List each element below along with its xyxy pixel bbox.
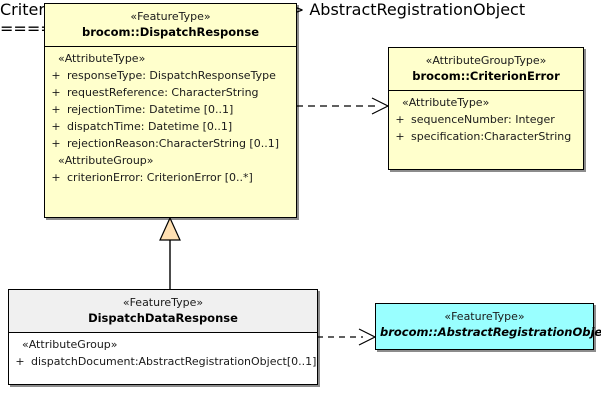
hollow-triangle-arrowhead-icon	[159, 216, 181, 241]
class-header-criterion-error: «AttributeGroupType» brocom::CriterionEr…	[389, 48, 583, 91]
dependency-dispatchdataresponse-to-abstractregistrationobject[interactable]	[317, 326, 379, 348]
attribute-visibility: +	[15, 355, 25, 368]
class-header-abstract-registration-object: «FeatureType» brocom::AbstractRegistrati…	[376, 304, 601, 346]
attribute-text: rejectionReason:CharacterString [0..1]	[67, 137, 279, 150]
attribute-visibility: +	[395, 130, 405, 143]
class-box-abstract-registration-object[interactable]: «FeatureType» brocom::AbstractRegistrati…	[375, 303, 601, 350]
generalization-dispatchdataresponse-to-dispatchresponse[interactable]	[150, 216, 190, 292]
class-body-dispatch-response: «AttributeType» + responseType: Dispatch…	[45, 47, 296, 190]
attribute-visibility: +	[51, 86, 61, 99]
attribute-text: dispatchDocument:AbstractRegistrationObj…	[31, 355, 317, 368]
class-header-dispatch-response: «FeatureType» brocom::DispatchResponse	[45, 4, 296, 47]
attribute-text: criterionError: CriterionError [0..*]	[67, 171, 253, 184]
dependency-dispatchresponse-to-criterionerror[interactable]	[296, 95, 392, 117]
attribute-row[interactable]: + specification:CharacterString	[389, 128, 583, 145]
attribute-row[interactable]: + responseType: DispatchResponseType	[45, 67, 296, 84]
attribute-text: sequenceNumber: Integer	[411, 113, 555, 126]
class-body-dispatch-data-response: «AttributeGroup» + dispatchDocument:Abst…	[9, 333, 317, 374]
class-name: brocom::CriterionError	[412, 69, 560, 83]
attribute-row[interactable]: + criterionError: CriterionError [0..*]	[45, 169, 296, 186]
attribute-visibility: +	[51, 120, 61, 133]
attribute-text: requestReference: CharacterString	[67, 86, 259, 99]
class-stereotype: «FeatureType»	[122, 296, 204, 309]
attribute-text: dispatchTime: Datetime [0..1]	[67, 120, 233, 133]
class-body-criterion-error: «AttributeType» + sequenceNumber: Intege…	[389, 91, 583, 149]
attribute-visibility: +	[51, 69, 61, 82]
attribute-group-label: «AttributeGroup»	[22, 338, 118, 351]
attribute-row[interactable]: + dispatchTime: Datetime [0..1]	[45, 118, 296, 135]
attribute-row[interactable]: + rejectionReason:CharacterString [0..1]	[45, 135, 296, 152]
attribute-visibility: +	[51, 171, 61, 184]
attribute-group-label: «AttributeType»	[58, 52, 146, 65]
attribute-group-label: «AttributeGroup»	[58, 154, 154, 167]
class-header-dispatch-data-response: «FeatureType» DispatchDataResponse	[9, 290, 317, 333]
class-stereotype: «FeatureType»	[130, 10, 211, 23]
class-box-criterion-error[interactable]: «AttributeGroupType» brocom::CriterionEr…	[388, 47, 584, 170]
attribute-text: responseType: DispatchResponseType	[67, 69, 276, 82]
attribute-visibility: +	[395, 113, 405, 126]
class-stereotype: «AttributeGroupType»	[425, 54, 547, 67]
class-stereotype: «FeatureType»	[444, 310, 525, 323]
attribute-text: rejectionTime: Datetime [0..1]	[67, 103, 234, 116]
attribute-group-label: «AttributeType»	[402, 96, 490, 109]
attribute-visibility: +	[51, 103, 61, 116]
attribute-row[interactable]: + rejectionTime: Datetime [0..1]	[45, 101, 296, 118]
attribute-row[interactable]: + sequenceNumber: Integer	[389, 111, 583, 128]
attribute-visibility: +	[51, 137, 61, 150]
attribute-row[interactable]: + dispatchDocument:AbstractRegistrationO…	[9, 353, 317, 370]
class-box-dispatch-data-response[interactable]: «FeatureType» DispatchDataResponse «Attr…	[8, 289, 318, 385]
class-name: brocom::AbstractRegistrationObject	[380, 325, 601, 339]
class-name: brocom::DispatchResponse	[82, 25, 259, 39]
attribute-text: specification:CharacterString	[411, 130, 572, 143]
class-name: DispatchDataResponse	[88, 311, 238, 325]
class-box-dispatch-response[interactable]: «FeatureType» brocom::DispatchResponse «…	[44, 3, 297, 218]
attribute-row[interactable]: + requestReference: CharacterString	[45, 84, 296, 101]
